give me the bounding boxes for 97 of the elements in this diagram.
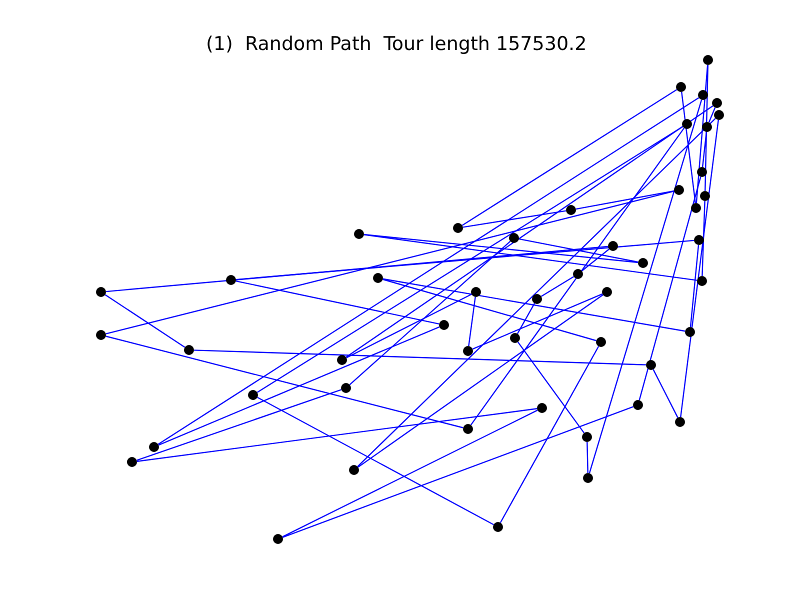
connector-line bbox=[582, 248, 610, 272]
point-marker bbox=[373, 273, 383, 283]
connector-line bbox=[104, 294, 186, 348]
point-marker bbox=[349, 465, 359, 475]
connector-line bbox=[704, 64, 708, 192]
connector-line bbox=[702, 200, 706, 276]
point-marker bbox=[694, 235, 704, 245]
point-marker bbox=[675, 417, 685, 427]
connector-line bbox=[282, 410, 538, 538]
connector-line bbox=[158, 326, 440, 446]
connector-line bbox=[576, 190, 674, 210]
point-marker bbox=[566, 205, 576, 215]
point-marker bbox=[676, 82, 686, 92]
connector-line bbox=[681, 92, 696, 204]
connector-line bbox=[106, 336, 464, 428]
point-marker bbox=[341, 383, 351, 393]
point-marker bbox=[149, 442, 159, 452]
point-marker bbox=[700, 191, 710, 201]
connector-line bbox=[236, 280, 440, 325]
connector-line bbox=[588, 100, 702, 474]
point-marker bbox=[674, 185, 684, 195]
point-marker bbox=[698, 90, 708, 100]
connector-line bbox=[236, 240, 694, 280]
point-marker bbox=[691, 203, 701, 213]
point-marker bbox=[471, 287, 481, 297]
point-marker bbox=[638, 258, 648, 268]
connector-line bbox=[106, 190, 674, 334]
connector-line bbox=[696, 64, 708, 204]
point-marker bbox=[537, 403, 547, 413]
point-marker bbox=[493, 522, 503, 532]
connector-line bbox=[690, 244, 700, 328]
point-marker bbox=[573, 269, 583, 279]
point-marker bbox=[703, 55, 713, 65]
connector-line bbox=[106, 246, 608, 292]
connector-line bbox=[638, 176, 702, 400]
connector-line bbox=[194, 350, 646, 366]
point-marker bbox=[646, 360, 656, 370]
point-marker bbox=[463, 346, 473, 356]
connector-line bbox=[472, 293, 603, 350]
connector-line bbox=[158, 97, 700, 445]
point-marker bbox=[712, 98, 722, 108]
connector-line bbox=[517, 342, 585, 434]
point-marker bbox=[273, 534, 283, 544]
point-marker bbox=[463, 424, 473, 434]
connector-line bbox=[702, 132, 708, 168]
point-marker bbox=[608, 241, 618, 251]
point-marker bbox=[697, 167, 707, 177]
point-marker bbox=[602, 287, 612, 297]
connector-line bbox=[364, 234, 698, 281]
point-marker bbox=[248, 390, 258, 400]
point-marker bbox=[453, 223, 463, 233]
connector-line bbox=[136, 408, 538, 462]
connector-line bbox=[136, 389, 342, 461]
point-marker bbox=[596, 337, 606, 347]
point-marker bbox=[633, 400, 643, 410]
connector-line bbox=[516, 303, 536, 334]
point-marker bbox=[226, 275, 236, 285]
connector-line bbox=[256, 126, 684, 393]
connector-line bbox=[282, 406, 634, 538]
point-marker bbox=[697, 276, 707, 286]
point-marker bbox=[682, 119, 692, 129]
connector-line bbox=[462, 210, 566, 228]
connector-line bbox=[346, 294, 472, 358]
point-marker bbox=[583, 473, 593, 483]
connector-line bbox=[652, 369, 678, 418]
connector-line bbox=[462, 89, 678, 226]
point-marker bbox=[685, 327, 695, 337]
point-marker bbox=[354, 229, 364, 239]
point-marker bbox=[184, 345, 194, 355]
connector-line bbox=[382, 278, 596, 342]
connector-line bbox=[708, 107, 716, 123]
point-marker bbox=[532, 294, 542, 304]
connector-line bbox=[257, 396, 494, 526]
point-marker bbox=[96, 287, 106, 297]
connector-line bbox=[518, 238, 638, 263]
connector-line bbox=[382, 278, 686, 332]
connector-line bbox=[470, 128, 685, 426]
connector-line bbox=[364, 234, 638, 264]
connector-line bbox=[680, 120, 719, 418]
connector-line bbox=[346, 105, 714, 358]
connector-line bbox=[468, 296, 476, 346]
connector-line bbox=[540, 276, 574, 297]
point-marker bbox=[337, 355, 347, 365]
connector-line bbox=[586, 442, 588, 474]
point-marker bbox=[510, 333, 520, 343]
point-marker bbox=[714, 110, 724, 120]
point-marker bbox=[582, 432, 592, 442]
point-marker bbox=[509, 233, 519, 243]
point-marker bbox=[702, 122, 712, 132]
point-marker bbox=[127, 457, 137, 467]
point-marker bbox=[96, 330, 106, 340]
connector-line bbox=[500, 346, 600, 523]
point-marker bbox=[439, 320, 449, 330]
connector-line bbox=[357, 118, 716, 467]
chart-title: (1) Random Path Tour length 157530.2 bbox=[206, 35, 587, 54]
connector-line bbox=[349, 240, 511, 386]
connector-line bbox=[358, 294, 604, 468]
